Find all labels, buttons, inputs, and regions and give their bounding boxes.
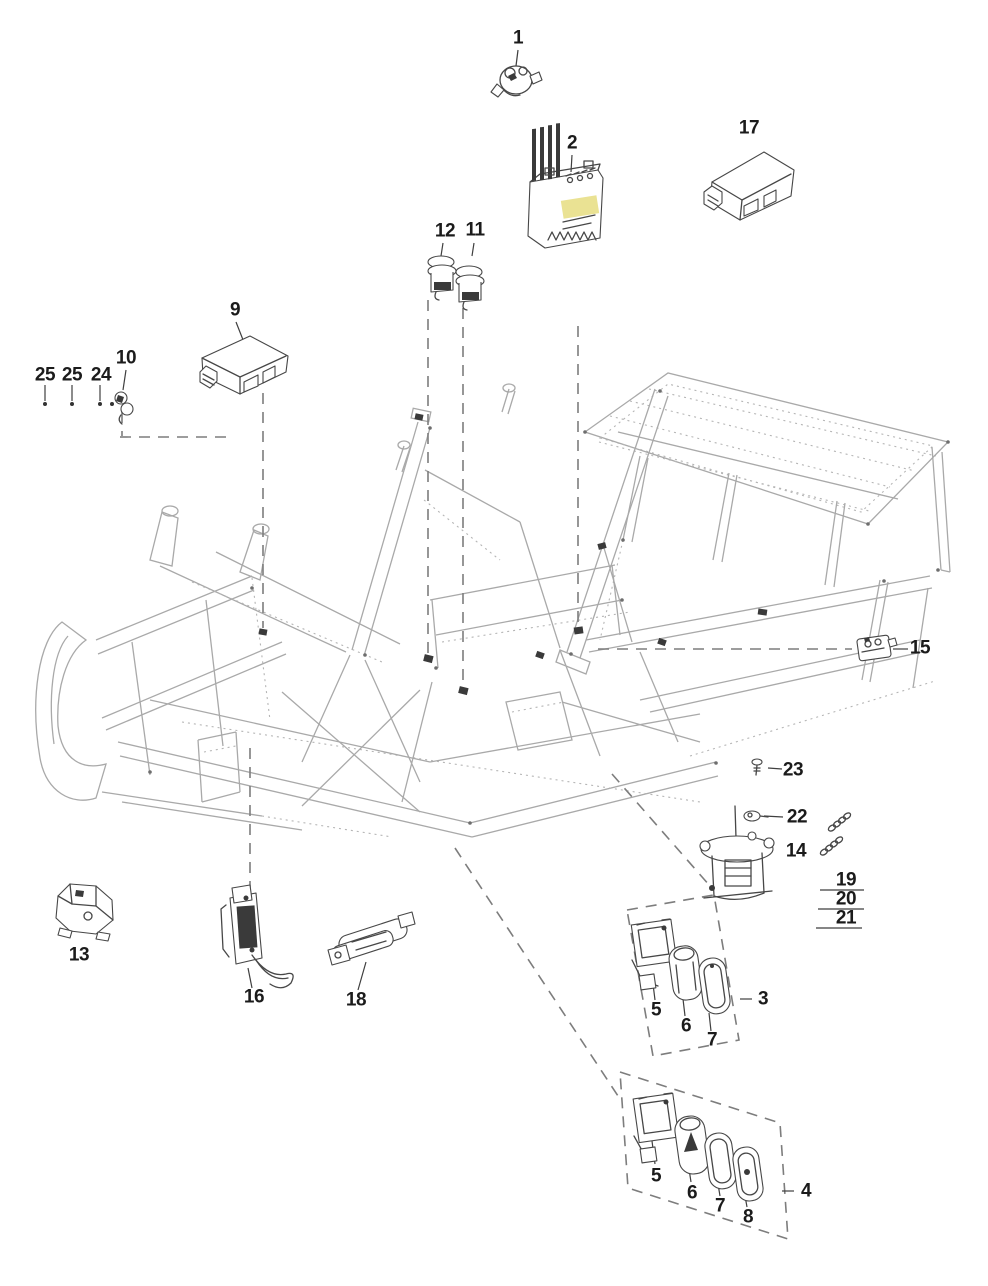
part-5a-illustration <box>630 918 678 991</box>
leader-lines-solid <box>43 49 908 1208</box>
part-label-10: 10 <box>115 347 137 369</box>
part-label-6b: 6 <box>686 1182 698 1204</box>
hazard-triangle-glyph <box>684 1132 698 1152</box>
part-9-illustration <box>199 335 289 395</box>
chassis-frame <box>35 372 951 838</box>
part-label-7a: 7 <box>706 1029 718 1051</box>
part-10-illustration <box>114 391 134 425</box>
part-label-16: 16 <box>243 986 265 1008</box>
part-17-illustration <box>703 151 795 221</box>
part-6b-illustration <box>674 1115 710 1175</box>
leader-lines-dashed <box>120 300 852 1241</box>
part-label-12: 12 <box>434 220 456 242</box>
part-label-6a: 6 <box>680 1015 692 1037</box>
battery-sticker <box>560 195 600 219</box>
part-label-5b: 5 <box>650 1165 662 1187</box>
part-15-illustration <box>856 634 898 662</box>
group-3-box <box>626 894 740 1057</box>
part-label-23: 23 <box>782 759 804 781</box>
part-label-25b: 25 <box>61 364 83 386</box>
part-label-4: 4 <box>800 1180 812 1202</box>
part-label-19: 19 <box>835 869 857 891</box>
part-5b-illustration <box>632 1092 680 1164</box>
part-13-illustration <box>55 883 114 942</box>
part-label-18: 18 <box>345 989 367 1011</box>
part-8-illustration <box>732 1146 764 1202</box>
part-label-7b: 7 <box>714 1195 726 1217</box>
part-18-illustration <box>327 911 416 966</box>
part-label-24: 24 <box>90 364 112 386</box>
part-1-illustration <box>490 65 543 98</box>
part-label-2: 2 <box>566 132 578 154</box>
part-6a-illustration <box>668 945 703 1001</box>
part-22-illustration <box>743 810 769 822</box>
part-11-illustration <box>455 265 485 311</box>
part-23-illustration <box>751 758 763 776</box>
part-label-11: 11 <box>465 219 485 241</box>
part-label-14: 14 <box>785 840 807 862</box>
part-label-17: 17 <box>738 117 760 139</box>
part-7a-illustration <box>698 957 731 1015</box>
part-label-25a: 25 <box>34 364 56 386</box>
part-2-illustration <box>527 123 604 249</box>
part-label-22: 22 <box>786 806 808 828</box>
part-label-1: 1 <box>512 27 524 49</box>
part-12-illustration <box>427 255 457 301</box>
part-19-21-springs <box>819 812 852 856</box>
part-label-9: 9 <box>229 299 241 321</box>
part-label-8: 8 <box>742 1206 754 1228</box>
part-16-illustration <box>220 884 294 989</box>
part-label-20: 20 <box>835 888 857 910</box>
part-14-illustration <box>699 805 775 900</box>
part-label-13: 13 <box>68 944 90 966</box>
part-label-3: 3 <box>757 988 769 1010</box>
part-label-21: 21 <box>835 907 857 929</box>
part-label-15: 15 <box>909 637 931 659</box>
part-label-5a: 5 <box>650 999 662 1021</box>
